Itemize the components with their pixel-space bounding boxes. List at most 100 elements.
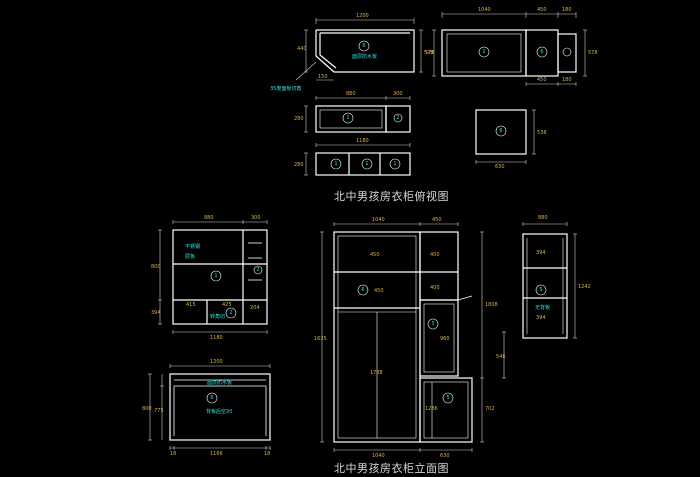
dim-label: 18 <box>264 451 270 457</box>
dim-label: 880 <box>538 215 548 221</box>
dim-label: 394 <box>151 310 161 316</box>
marker-circle <box>358 40 370 52</box>
dim-label: 280 <box>294 162 304 168</box>
dim-label: 1788 <box>370 370 383 376</box>
dim-label: 630 <box>440 453 450 459</box>
marker-number: 5 <box>446 395 449 401</box>
annotation-cut: 转角切 <box>210 313 225 320</box>
elev-unit-left <box>172 229 268 325</box>
elev-unit-bottom <box>169 373 271 441</box>
dim-label: 18 <box>170 451 176 457</box>
dim-label: 1040 <box>372 217 385 223</box>
marker-circle <box>361 158 373 170</box>
annotation-no-back: 无背板 <box>535 304 550 311</box>
marker-circle <box>427 318 439 330</box>
elev-unit-main-dims <box>320 222 506 452</box>
marker-circle <box>330 158 342 170</box>
plan-unit-b-end <box>557 33 577 73</box>
dim-label: 180 <box>562 77 572 83</box>
plan-unit-c-inner <box>319 109 383 129</box>
plan-unit-a-inner-cut <box>319 54 337 69</box>
marker-circle <box>562 47 572 57</box>
marker-circle <box>478 46 490 58</box>
elev-main-right-lower-inner <box>423 381 469 439</box>
marker-number: 2 <box>256 267 259 273</box>
dim-label: 1242 <box>578 284 591 290</box>
dim-label: 425 <box>222 302 232 308</box>
marker-number: 6 <box>362 43 365 49</box>
plan-unit-b <box>441 29 577 77</box>
elev-main-right-middle-inner <box>423 303 455 373</box>
marker-number: 2 <box>229 310 232 316</box>
elev-main-right-middle <box>419 299 459 377</box>
dim-label: 204 <box>250 305 260 311</box>
dim-label: 880 <box>346 91 356 97</box>
dim-label: 880 <box>204 215 214 221</box>
dim-label: 1180 <box>210 335 223 341</box>
elev-unit-right-outline <box>522 233 568 339</box>
plan-unit-a <box>315 29 415 73</box>
dim-label: 180 <box>562 7 572 13</box>
marker-circle <box>253 265 263 275</box>
marker-circle <box>442 392 454 404</box>
marker-number: 6 <box>210 395 213 401</box>
marker-circle <box>393 113 403 123</box>
dimension-labels: 1200 1040 450 180 440 578 578 578 150 45… <box>142 7 598 459</box>
annotation-shelf: 层板 <box>185 253 195 260</box>
dim-label: 702 <box>485 406 495 412</box>
plan-unit-e-outline <box>475 109 527 155</box>
marker-number: 2 <box>396 115 399 121</box>
dim-label: 1200 <box>210 359 223 365</box>
elev-main-right-lower <box>419 377 473 443</box>
plan-unit-e <box>475 109 527 155</box>
dim-label: 1200 <box>356 13 369 19</box>
annotations: 面层防水板 35度面板切角 不锈钢 层板 转角切 面层防水板 背板后空20 无背… <box>185 53 550 415</box>
dim-label: 960 <box>440 336 450 342</box>
dim-label: 400 <box>430 252 440 258</box>
dim-label: 578 <box>425 50 435 56</box>
plan-unit-c-side <box>385 105 411 133</box>
marker-circle <box>210 270 222 282</box>
plan-unit-d-outline <box>315 152 411 176</box>
dim-label: 450 <box>537 77 547 83</box>
dim-label: 538 <box>537 130 547 136</box>
plan-unit-c <box>315 105 411 133</box>
elev-unit-right <box>522 233 568 339</box>
elevation-view-title: 北中男孩房衣柜立面图 <box>334 462 449 475</box>
dim-label: 300 <box>393 91 403 97</box>
dim-label: 440 <box>297 46 307 52</box>
dim-label: 1040 <box>372 453 385 459</box>
dim-label: 394 <box>536 315 546 321</box>
marker-circle <box>225 307 237 319</box>
dim-label: 450 <box>374 288 384 294</box>
plan-unit-d-dims <box>304 143 411 176</box>
marker-number: 5 <box>539 287 542 293</box>
marker-number: 1 <box>334 161 337 167</box>
dim-label: 280 <box>294 116 304 122</box>
marker-number: 1 <box>365 161 368 167</box>
markers <box>206 40 572 404</box>
marker-circle <box>536 46 548 58</box>
annotation-hanging-rod: 不锈钢 <box>185 243 200 250</box>
marker-number: 3 <box>431 321 434 327</box>
marker-numbers: 6 2 6 1 2 1 1 1 6 1 2 2 6 6 3 5 5 <box>210 43 543 401</box>
elev-main-right-step <box>457 295 473 301</box>
plan-unit-e-dims <box>475 109 536 164</box>
marker-number: 1 <box>214 273 217 279</box>
elev-unit-left-dims <box>158 220 268 334</box>
dim-label: 1040 <box>478 7 491 13</box>
dim-label: 578 <box>424 50 434 56</box>
plan-unit-a-dims <box>295 18 423 81</box>
dim-label: 1286 <box>425 406 438 412</box>
dim-label: 800 <box>151 264 161 270</box>
dim-label: 578 <box>588 50 598 56</box>
dim-label: 546 <box>496 354 506 360</box>
plan-unit-b-inner <box>446 33 522 73</box>
annotation-bottom-top-board: 面层防水板 <box>207 379 232 386</box>
dim-label: 400 <box>430 285 440 291</box>
marker-circle <box>535 284 547 296</box>
marker-circle <box>357 284 369 296</box>
dim-label: 630 <box>495 164 505 170</box>
plan-unit-d <box>315 152 411 176</box>
